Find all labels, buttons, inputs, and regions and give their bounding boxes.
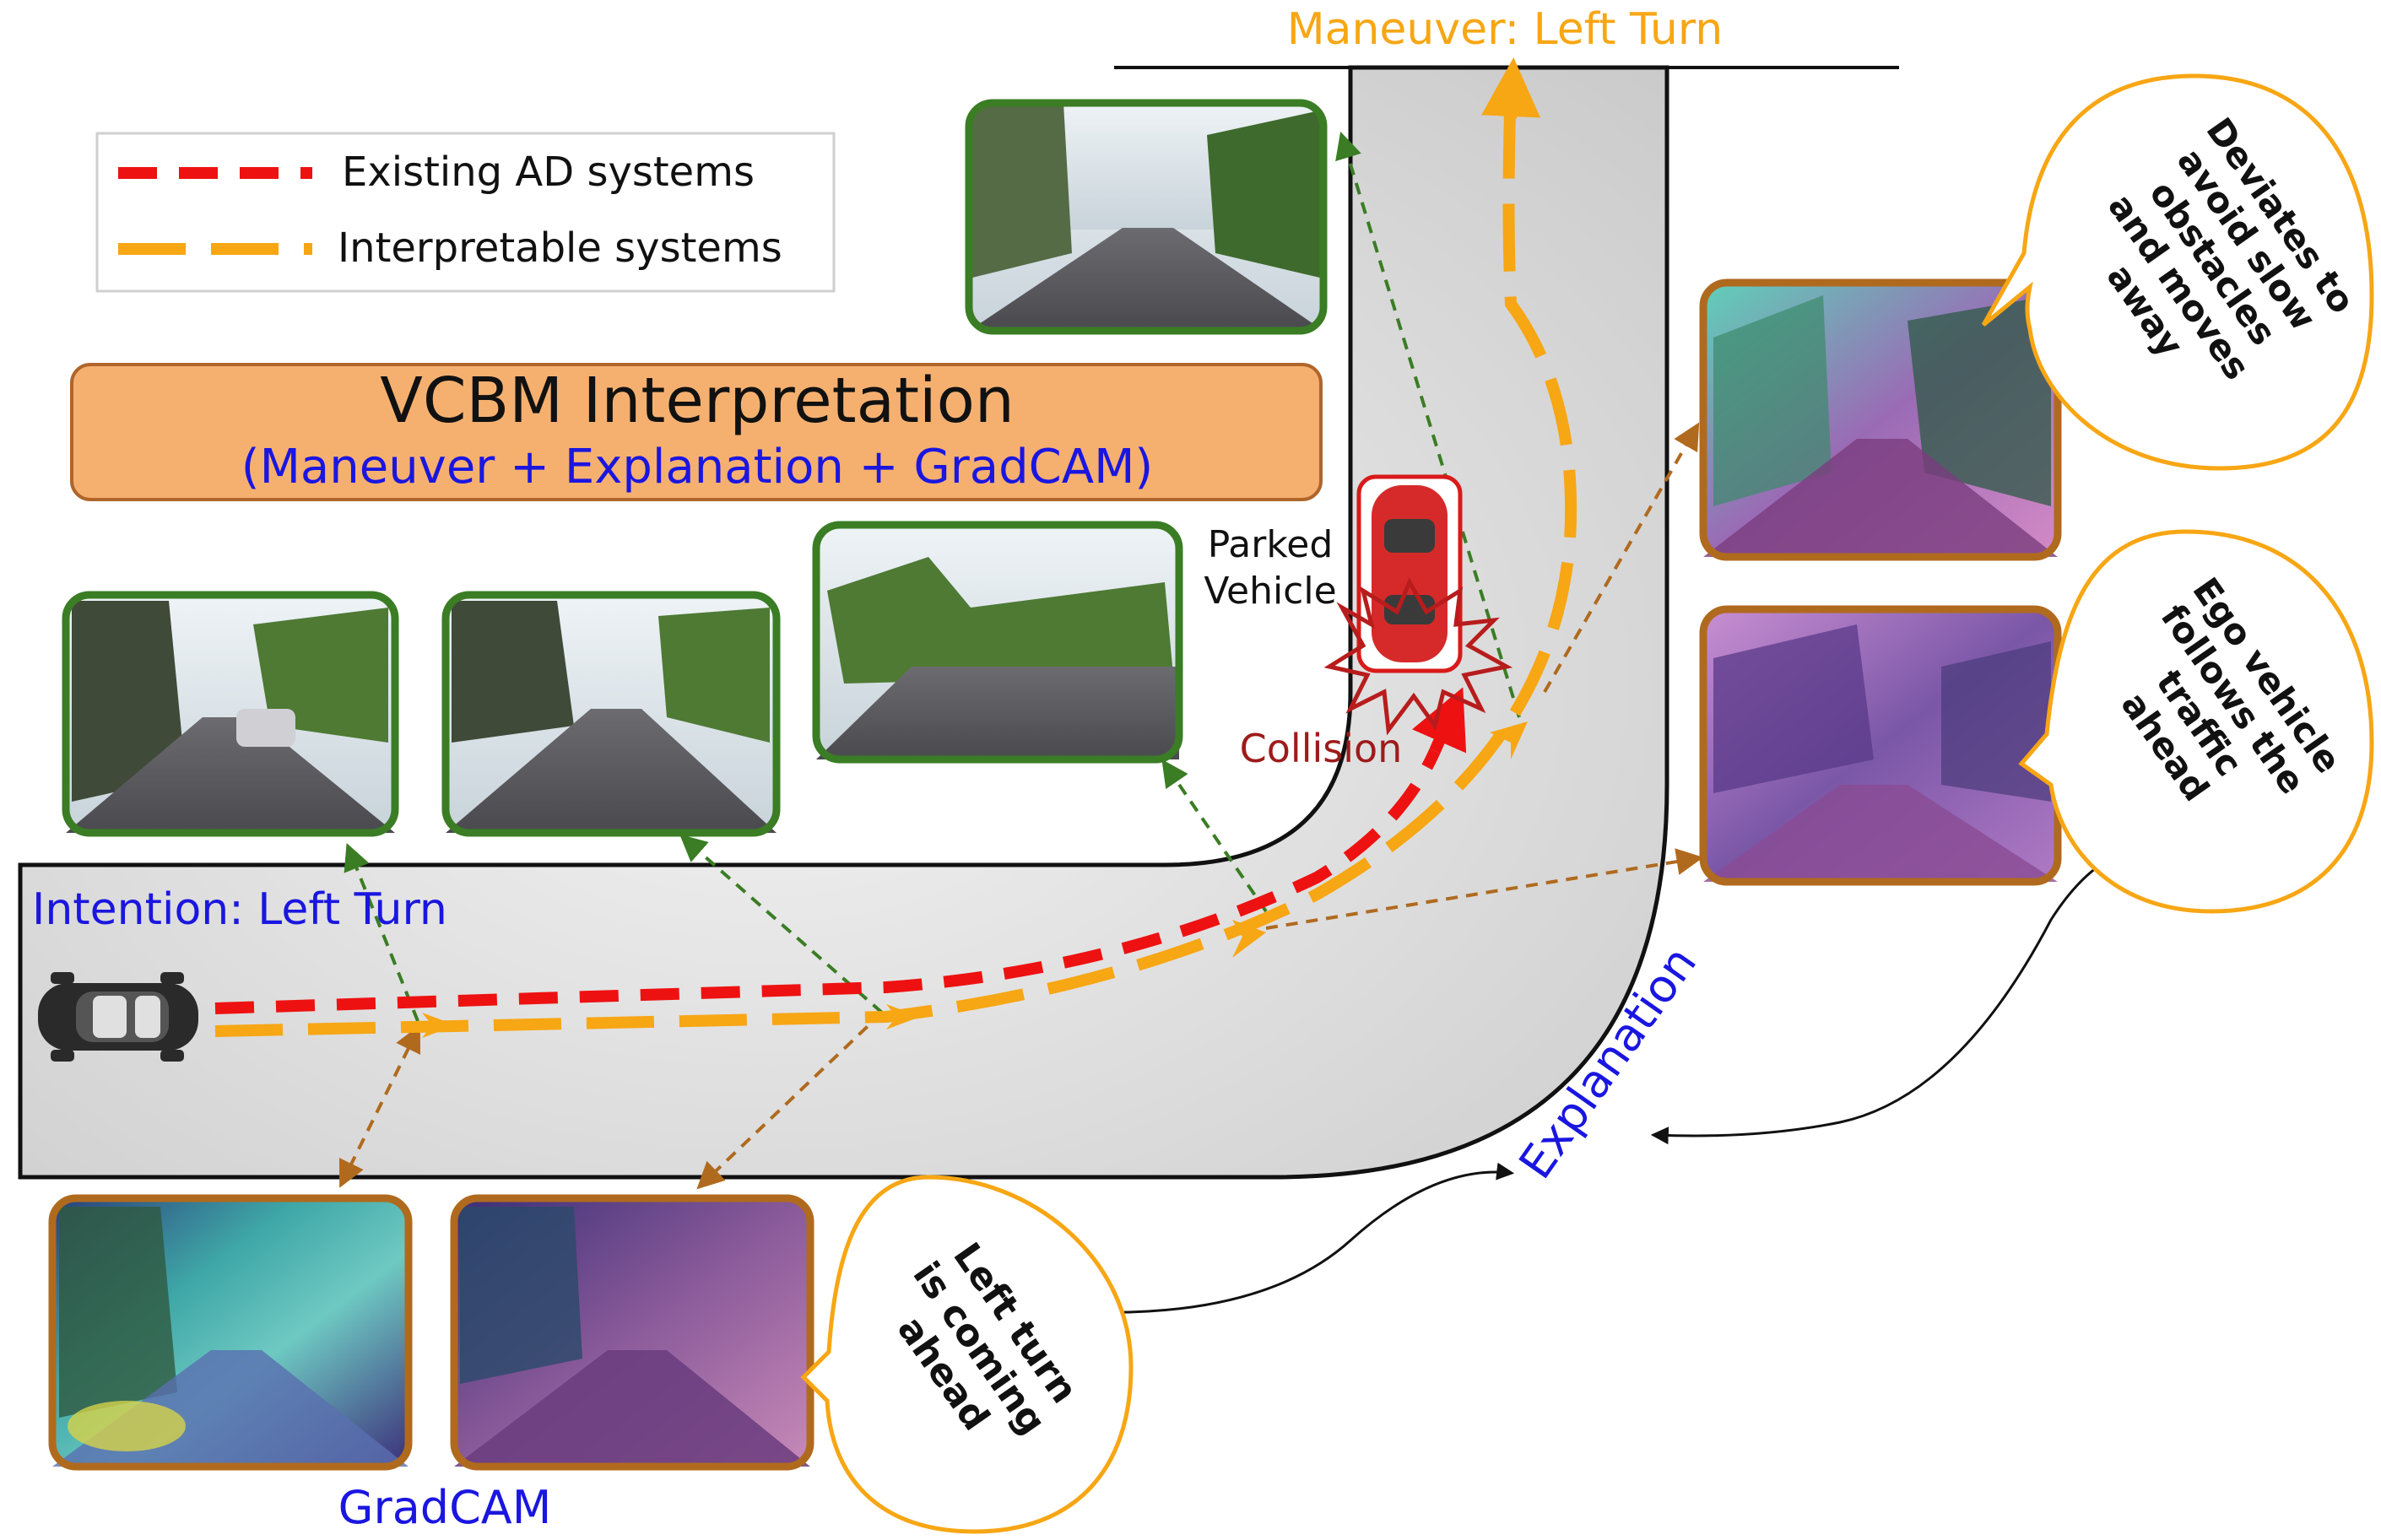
gradcam-frame (1699, 278, 2062, 561)
bubble-ego: Ego vehicle follows the traffic ahead (2018, 529, 2374, 914)
gradcam-image-bottom-1 (48, 1194, 413, 1471)
camera-frame (441, 591, 781, 837)
title-box-bg (70, 363, 1323, 501)
existing-trajectory (214, 748, 1441, 1014)
parked-vehicle-icon (1356, 474, 1463, 673)
explanation-connector-bottom (1092, 1162, 1515, 1314)
gradcam-frame (48, 1194, 413, 1471)
ego-car-icon (38, 972, 198, 1062)
camera-frame (812, 521, 1183, 764)
collision-burst-icon (1323, 577, 1513, 736)
camera-image-top (965, 99, 1328, 335)
gradcam-image-bottom-2 (450, 1194, 814, 1471)
gradcam-label: GradCAM (338, 1481, 552, 1534)
title-box: VCBM Interpretation (Maneuver + Explanat… (70, 363, 1323, 501)
interpretable-trajectory (214, 84, 1577, 1037)
parked-vehicle-label-2: Vehicle (1204, 570, 1336, 613)
gradcam-frame (450, 1194, 814, 1471)
gradcam-arrows (339, 422, 1704, 1190)
title-text: VCBM Interpretation (380, 365, 1015, 437)
subtitle-text: (Maneuver + Explanation + GradCAM) (241, 440, 1153, 494)
existing-trajectory-head (1412, 687, 1467, 754)
camera-frame (62, 591, 399, 837)
camera-image-left-1 (62, 591, 399, 837)
camera-image-center (812, 521, 1183, 764)
camera-frame (965, 99, 1328, 335)
collision-label: Collision (1240, 726, 1403, 771)
gradcam-image-right-top (1699, 278, 2062, 561)
interpretable-trajectory-head (1481, 57, 1541, 119)
explanation-connector-right (1650, 846, 2187, 1145)
bubble-deviates: Deviates to avoid slow obstacles and mov… (1981, 73, 2374, 471)
legend-interpretable-label: Interpretable systems (338, 224, 782, 272)
intention-label: Intention: Left Turn (32, 884, 447, 935)
trajectory-chevrons (422, 721, 1528, 1038)
gradcam-image-right-bottom (1699, 605, 2062, 886)
legend: Existing AD systems Interpretable system… (95, 132, 836, 293)
camera-image-left-2 (441, 591, 781, 837)
bubble-left-turn: Left turn is coming ahead (800, 1175, 1134, 1534)
parked-vehicle-label-1: Parked (1208, 523, 1334, 566)
maneuver-label: Maneuver: Left Turn (1287, 4, 1724, 55)
legend-existing-label: Existing AD systems (342, 149, 755, 196)
legend-box (95, 132, 836, 293)
